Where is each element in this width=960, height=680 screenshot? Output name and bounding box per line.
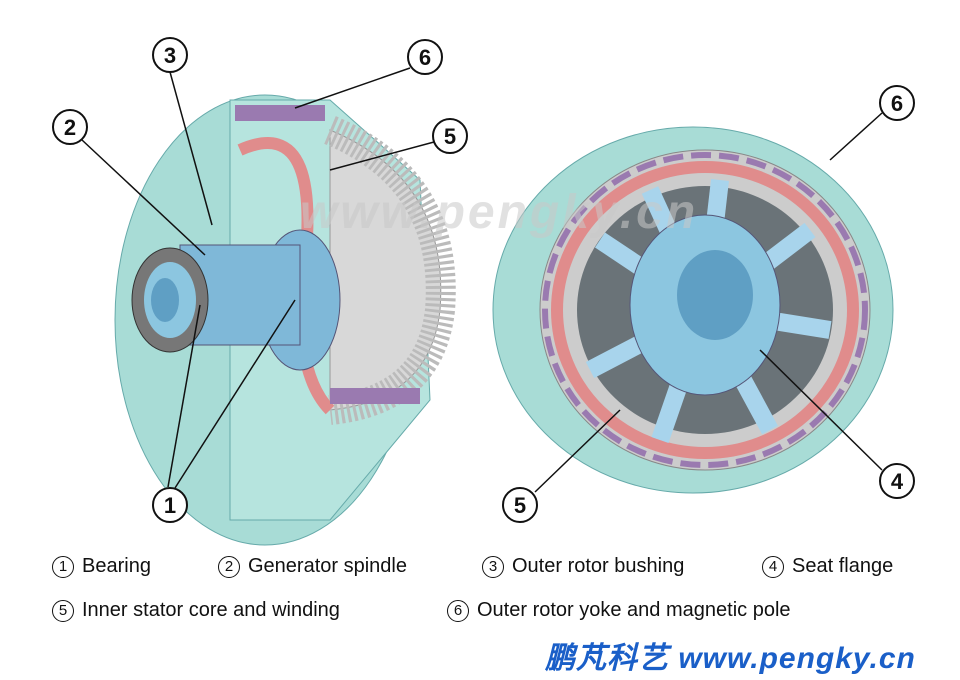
svg-text:6: 6: [891, 91, 903, 116]
left-magnet-top: [235, 105, 325, 121]
legend-number: 6: [447, 599, 469, 622]
left-magnet-bottom: [330, 388, 420, 404]
callout-3-left: 3: [152, 37, 188, 73]
legend-label: Generator spindle: [248, 555, 407, 577]
brand-footer: 鹏芃科艺 www.pengky.cn: [545, 633, 916, 677]
callout-5-right: 5: [502, 487, 538, 523]
callout-5-left: 5: [432, 118, 468, 154]
legend-bushing: 3 Outer rotor bushing: [482, 555, 684, 578]
legend-label: Seat flange: [792, 555, 894, 577]
legend-number: 3: [482, 555, 504, 578]
callout-4-right: 4: [879, 463, 915, 499]
legend-stator: 5 Inner stator core and winding: [52, 599, 340, 622]
watermark: www.pengky.cn: [300, 186, 699, 239]
legend-label: Bearing: [82, 555, 151, 577]
callout-6-right: 6: [879, 85, 915, 121]
svg-text:2: 2: [64, 115, 76, 140]
right-winding-ring: [551, 161, 859, 459]
svg-text:5: 5: [444, 124, 456, 149]
svg-text:6: 6: [419, 45, 431, 70]
legend-number: 4: [762, 555, 784, 578]
legend-flange: 4 Seat flange: [762, 555, 893, 578]
brand-url: www.pengky.cn: [678, 642, 916, 675]
legend-label: Inner stator core and winding: [82, 599, 340, 621]
legend-number: 2: [218, 555, 240, 578]
legend-label: Outer rotor yoke and magnetic pole: [477, 599, 791, 621]
svg-text:3: 3: [164, 43, 176, 68]
svg-text:1: 1: [164, 493, 176, 518]
right-motor: [492, 126, 894, 494]
callout-6-left: 6: [407, 39, 443, 75]
legend-number: 5: [52, 599, 74, 622]
legend-bearing: 1 Bearing: [52, 555, 151, 578]
callout-1-left: 1: [152, 487, 188, 523]
legend-rotor-yoke: 6 Outer rotor yoke and magnetic pole: [447, 599, 791, 622]
left-motor-cutaway: [114, 94, 456, 546]
legend-spindle: 2 Generator spindle: [218, 555, 407, 578]
callout-2-left: 2: [52, 109, 88, 145]
brand-chinese: 鹏芃科艺: [545, 642, 669, 675]
legend-label: Outer rotor bushing: [512, 555, 685, 577]
svg-text:4: 4: [891, 469, 904, 494]
legend-number: 1: [52, 555, 74, 578]
svg-text:5: 5: [514, 493, 526, 518]
